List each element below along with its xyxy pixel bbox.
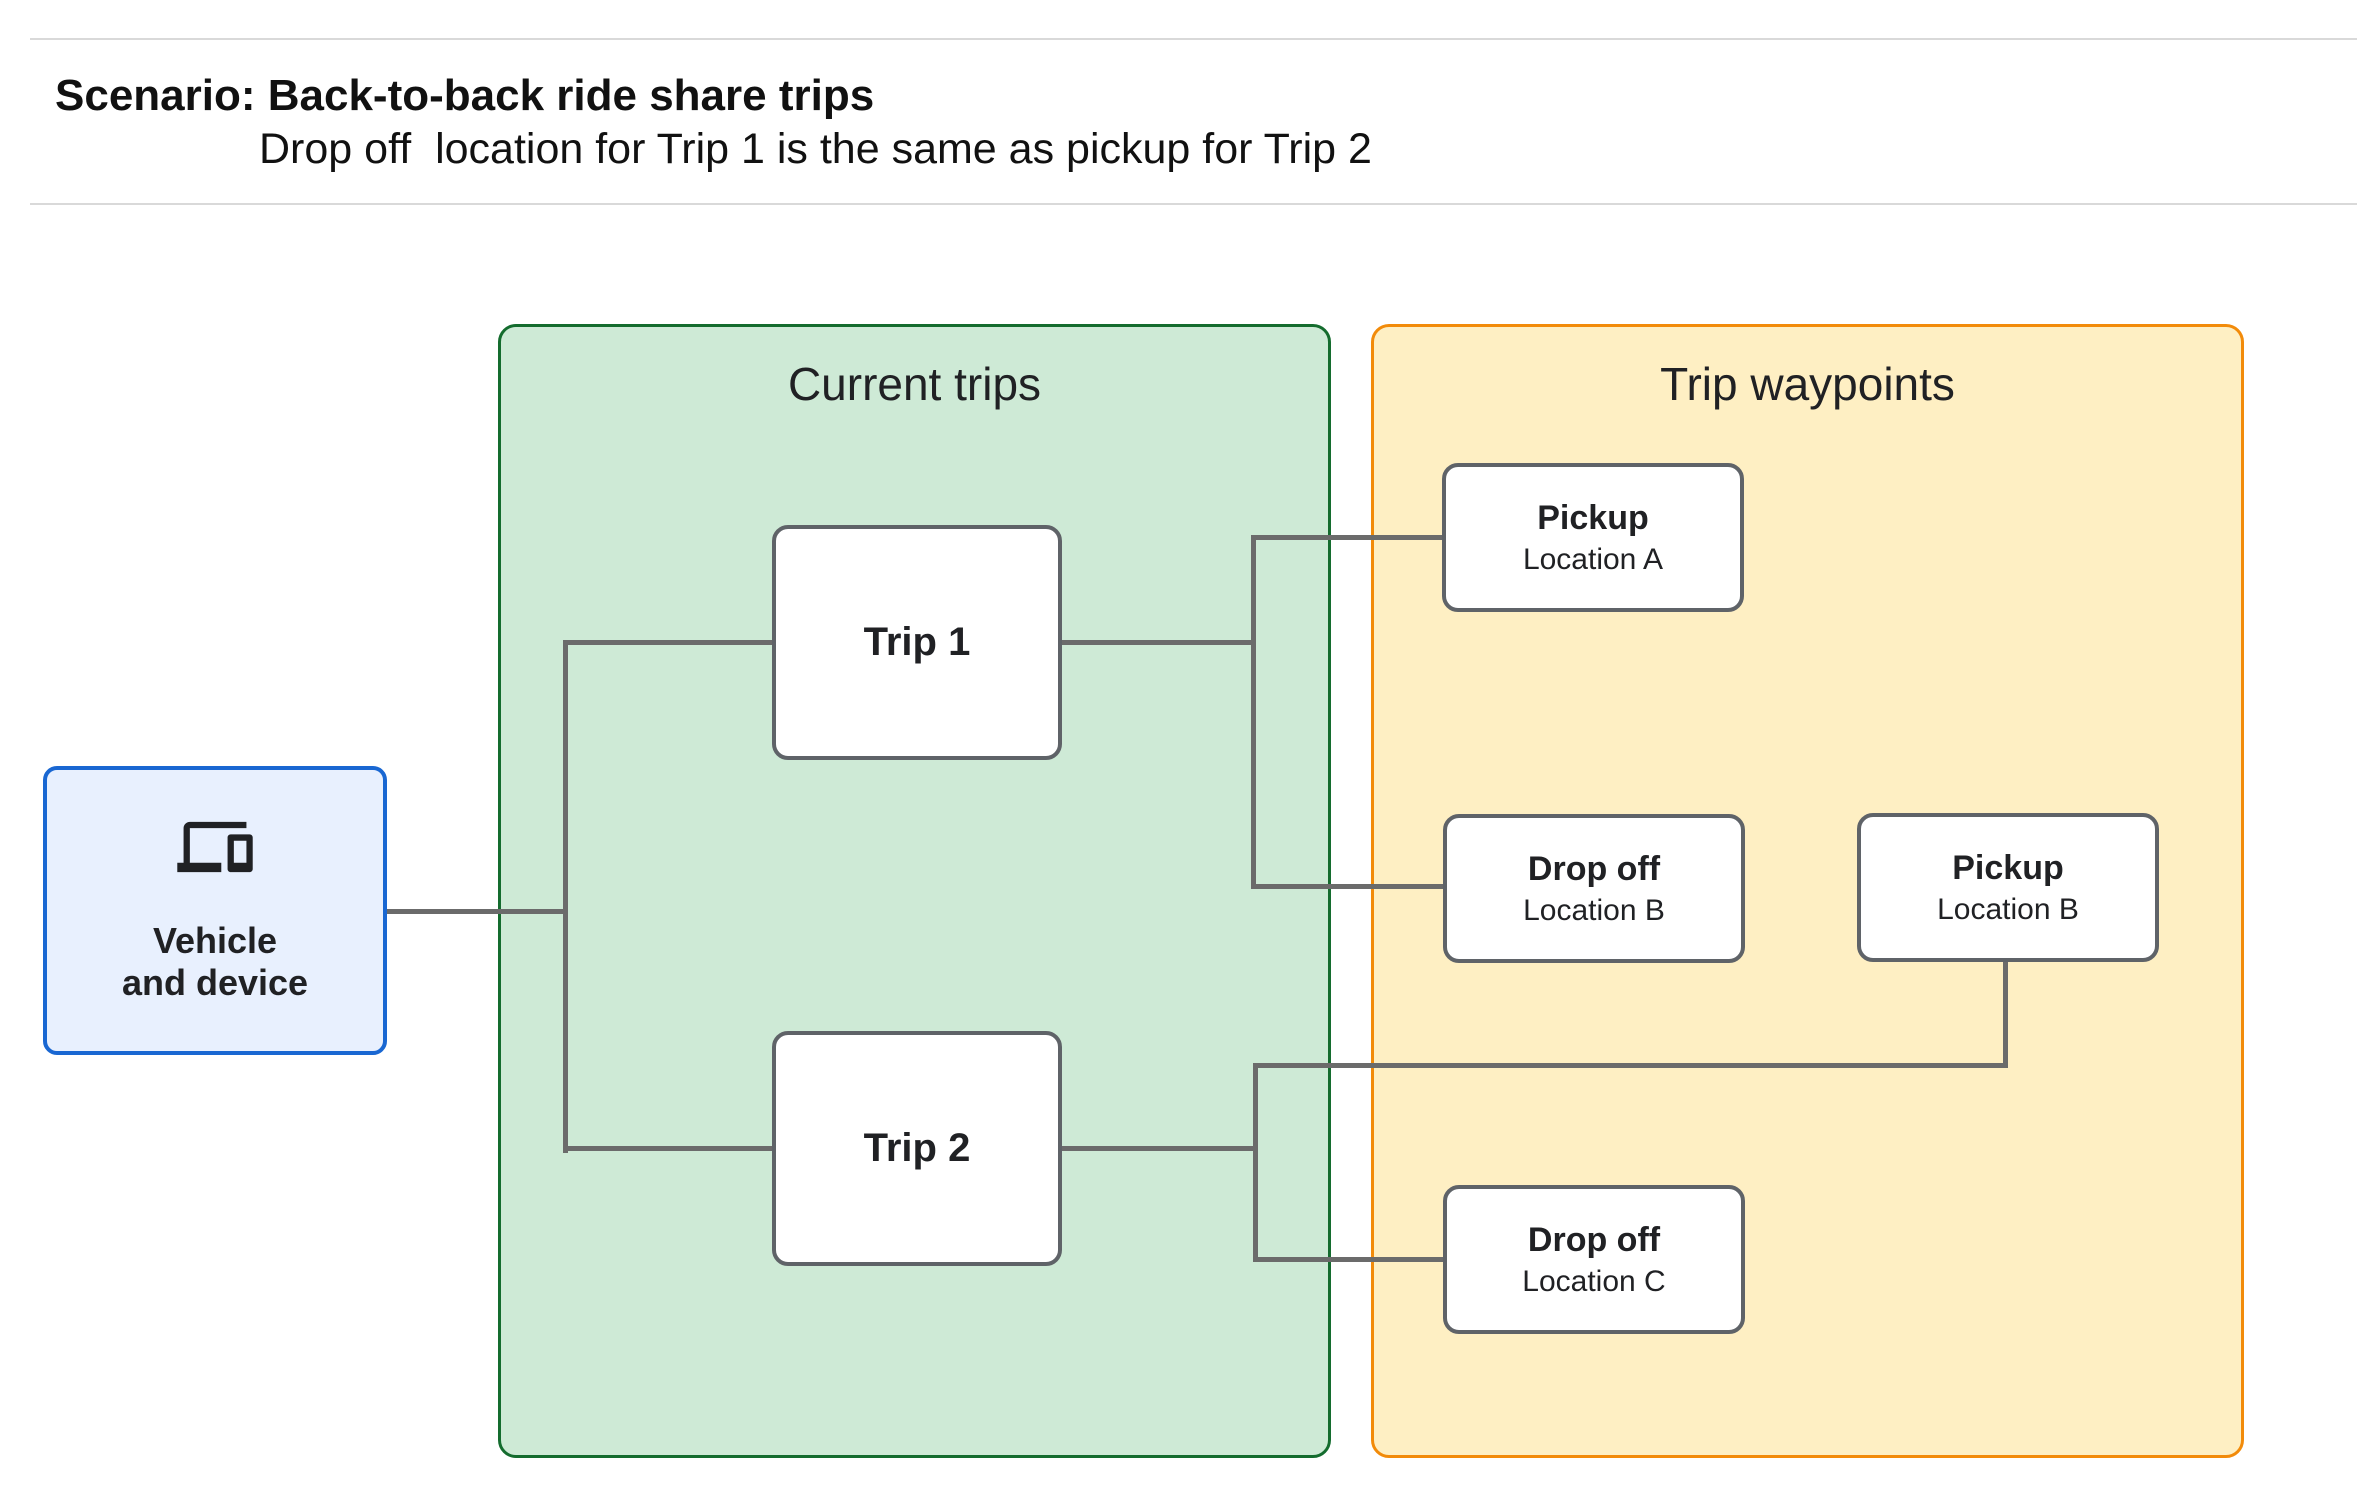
connector-vehicle-to-bus — [387, 909, 565, 914]
connector-bus-to-dropoff-b — [1251, 884, 1443, 889]
pickup-location-b-node: Pickup Location B — [1857, 813, 2159, 962]
connector-trips-bus — [563, 640, 568, 1153]
vehicle-label-line2: and device — [121, 962, 309, 1003]
connector-pickup-b-to-bus — [1253, 1063, 2008, 1068]
current-trips-title: Current trips — [787, 358, 1042, 410]
scenario-title: Scenario: Back-to-back ride share trips — [55, 71, 875, 120]
header-divider-top — [30, 38, 2357, 40]
pickup-location-a-node: Pickup Location A — [1442, 463, 1744, 612]
trip-2-node: Trip 2 — [772, 1031, 1062, 1266]
devices-icon — [177, 821, 253, 873]
waypoint-subtitle: Location B — [1523, 893, 1665, 927]
trip-1-node: Trip 1 — [772, 525, 1062, 760]
trip-2-label: Trip 2 — [863, 1126, 971, 1170]
trip-waypoints-title: Trip waypoints — [1660, 358, 1955, 410]
dropoff-location-c-node: Drop off Location C — [1443, 1185, 1745, 1334]
connector-pickup-b-drop — [2003, 962, 2008, 1068]
vehicle-and-device-node: Vehicle and device — [43, 766, 387, 1055]
scenario-subtitle: Drop off location for Trip 1 is the same… — [259, 125, 1372, 173]
waypoint-title: Drop off — [1527, 849, 1661, 888]
waypoint-subtitle: Location B — [1937, 892, 2079, 926]
connector-bus-to-trip2 — [563, 1146, 772, 1151]
connector-trip2-waypoints-bus — [1253, 1063, 1258, 1262]
vehicle-label-line1: Vehicle — [152, 920, 278, 961]
connector-trip1-waypoints-bus — [1251, 535, 1256, 889]
connector-bus-to-dropoff-c — [1253, 1257, 1443, 1262]
connector-bus-to-pickup-a — [1251, 535, 1442, 540]
current-trips-group: Current trips — [498, 324, 1331, 1458]
waypoint-subtitle: Location A — [1522, 542, 1664, 576]
connector-bus-to-trip1 — [563, 640, 772, 645]
trip-1-label: Trip 1 — [863, 620, 971, 664]
waypoint-title: Pickup — [1537, 498, 1649, 537]
dropoff-location-b-node: Drop off Location B — [1443, 814, 1745, 963]
connector-trip2-to-bus — [1062, 1146, 1256, 1151]
waypoint-subtitle: Location C — [1522, 1264, 1666, 1298]
waypoint-title: Drop off — [1527, 1220, 1661, 1259]
header-divider-bottom — [30, 203, 2357, 205]
vehicle-node-label: Vehicle and device — [122, 920, 308, 1004]
waypoint-title: Pickup — [1952, 848, 2064, 887]
connector-trip1-to-bus — [1062, 640, 1256, 645]
